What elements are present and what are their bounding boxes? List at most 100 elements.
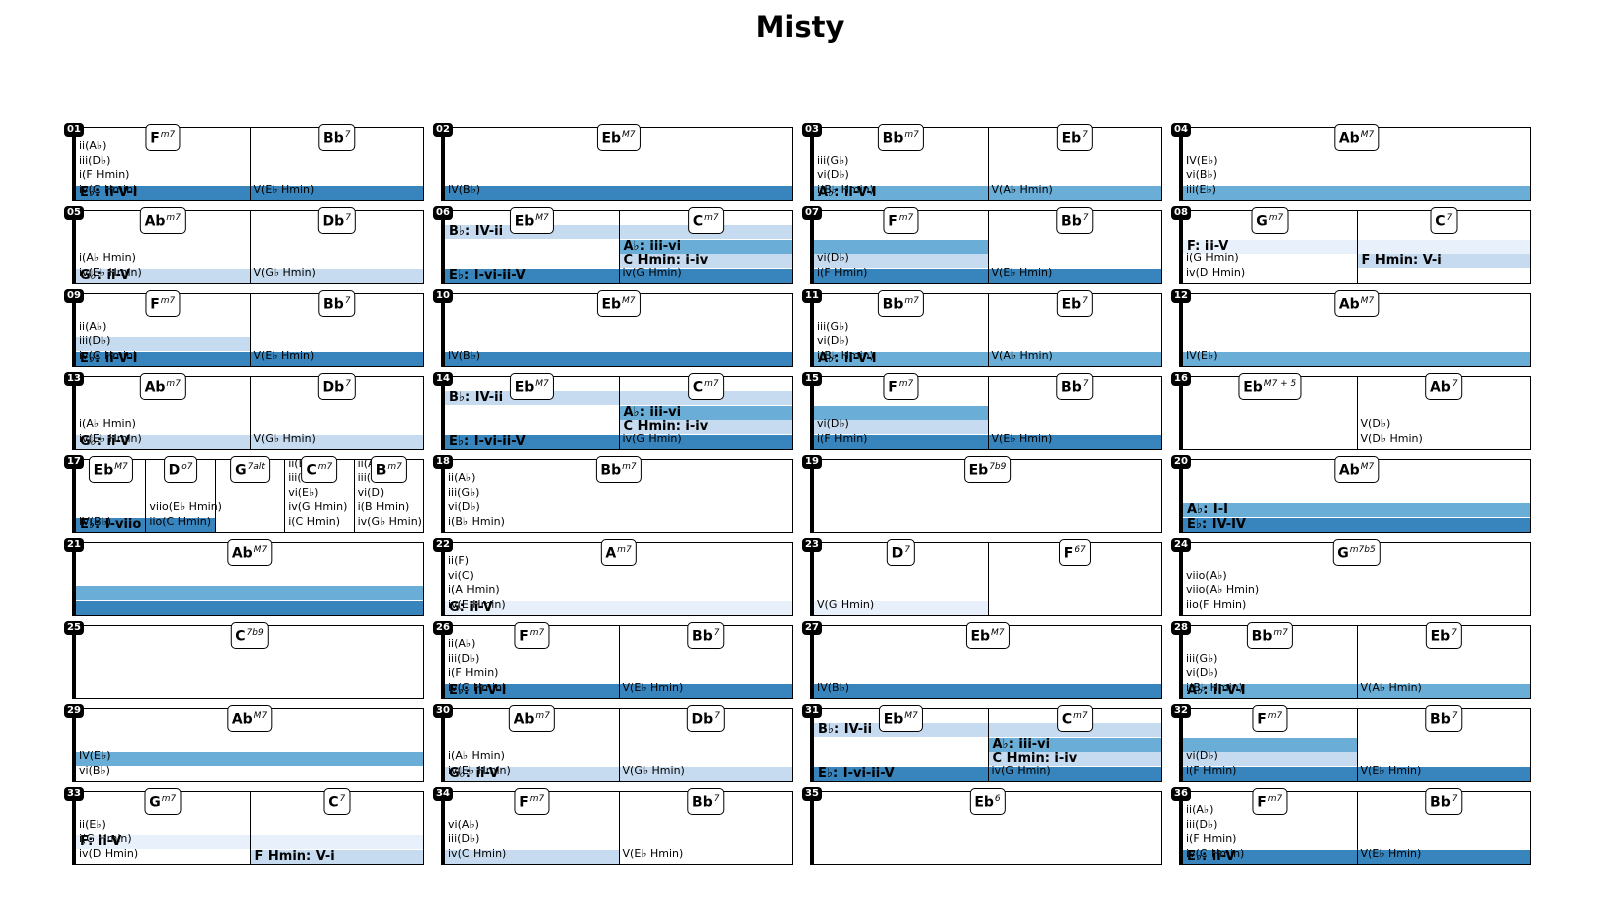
chord-root: D bbox=[168, 462, 181, 479]
harmony-band bbox=[988, 352, 1161, 366]
roman-numeral-annotation: IV(E♭) bbox=[79, 749, 111, 763]
chord-quality: 7 bbox=[345, 213, 351, 223]
beat-cell: G7alt bbox=[214, 456, 284, 532]
roman-numeral-annotation: iv(G Hmin) bbox=[288, 500, 348, 514]
chord-symbol: Bbm7 bbox=[877, 124, 924, 151]
roman-numeral-annotation: iii(D♭) bbox=[448, 832, 480, 846]
roman-numeral-annotation: V(E♭ Hmin) bbox=[253, 183, 315, 196]
harmony-band: A♭: iii-vi bbox=[619, 239, 792, 254]
chord-symbol: Bbm7 bbox=[595, 456, 642, 483]
harmony-band bbox=[619, 435, 792, 449]
harmony-label: C Hmin: i-iv bbox=[623, 253, 709, 269]
harmony-label: A♭: iii-vi bbox=[992, 736, 1051, 752]
harmony-band bbox=[988, 767, 1161, 781]
page-title: Misty bbox=[755, 10, 845, 44]
chord-symbol: Bb7 bbox=[1425, 705, 1463, 732]
roman-numeral-annotation: vi(D♭) bbox=[817, 251, 849, 265]
roman-numeral-annotation: iv(C Hmin) bbox=[448, 847, 507, 860]
roman-numeral-annotation: IV(B♭) bbox=[448, 183, 481, 196]
chord-symbol: Am7 bbox=[600, 539, 637, 566]
chord-root: F bbox=[519, 628, 529, 645]
chord-quality: m7 bbox=[161, 794, 177, 804]
roman-numeral-annotation: iv(E♭ Hmin) bbox=[79, 432, 142, 445]
roman-numeral-annotation: vi(E♭) bbox=[288, 485, 319, 499]
chord-quality: M7 bbox=[622, 296, 636, 306]
harmony-label: A♭: ii-V-I bbox=[818, 185, 877, 200]
chord-symbol: Fm7 bbox=[145, 124, 181, 151]
chord-root: Ab bbox=[1338, 296, 1360, 313]
chord-quality: m7 bbox=[166, 379, 181, 389]
chord-symbol: Bb7 bbox=[1056, 373, 1094, 400]
harmony-label: B♭: IV-ii bbox=[449, 224, 504, 240]
roman-numeral-annotation: IV(B♭) bbox=[817, 681, 850, 694]
roman-numeral-annotation: i(A♭ Hmin) bbox=[79, 417, 136, 431]
chord-symbol: EbM7 bbox=[596, 290, 641, 317]
harmony-band bbox=[988, 186, 1161, 200]
harmony-band: A♭: I-I bbox=[1183, 502, 1530, 518]
harmony-band: F Hmin: V-i bbox=[250, 849, 423, 864]
chord-symbol: EbM7 bbox=[509, 373, 554, 400]
roman-numeral-annotation: V(G♭ Hmin) bbox=[253, 266, 316, 279]
chord-root: Db bbox=[322, 213, 345, 230]
roman-numeral-annotation: iv(G♭ Hmin) bbox=[357, 515, 422, 528]
chord-quality: M7 bbox=[904, 711, 918, 721]
chord-root: Eb bbox=[883, 711, 904, 728]
chord-root: Eb bbox=[601, 130, 622, 147]
chord-root: F bbox=[150, 130, 160, 147]
roman-numeral-annotation: vi(D♭) bbox=[1186, 749, 1218, 763]
chord-root: Bb bbox=[1430, 711, 1451, 728]
harmony-band bbox=[619, 269, 792, 283]
beat-cell: ii(A♭)iii(G♭)vi(D♭)i(B♭ Hmin)Bbm7 bbox=[445, 456, 792, 532]
harmony-band bbox=[619, 767, 792, 781]
chord-root: Bb bbox=[692, 628, 713, 645]
chord-symbol: AbM7 bbox=[1333, 124, 1380, 151]
roman-numeral-annotation: IV(B♭) bbox=[448, 349, 481, 362]
roman-numeral-annotation: IV(B♭) bbox=[79, 515, 112, 528]
harmony-label: E♭: IV-IV bbox=[1187, 517, 1246, 532]
harmony-band: A♭: iii-vi bbox=[619, 405, 792, 420]
beat-cell: vi(D♭)i(F Hmin)Fm7 bbox=[1183, 705, 1357, 781]
harmony-band bbox=[1357, 767, 1530, 781]
harmony-label: A♭: ii-V-I bbox=[818, 351, 877, 366]
harmony-label: F Hmin: V-i bbox=[254, 849, 335, 864]
roman-numeral-annotation: iv(C Hmin) bbox=[448, 681, 507, 694]
chord-quality: 7 bbox=[1082, 213, 1089, 223]
chord-root: F bbox=[150, 296, 160, 313]
roman-numeral-annotation: i(G Hmin) bbox=[1186, 251, 1239, 265]
chord-quality: 7 bbox=[904, 545, 910, 555]
chord-quality: 7b9 bbox=[989, 462, 1007, 472]
beat-cell: V(G♭ Hmin) Db7 bbox=[249, 207, 423, 283]
harmony-band: F: ii-V bbox=[1183, 239, 1357, 254]
harmony-band bbox=[814, 254, 988, 269]
harmony-label: C Hmin: i-iv bbox=[623, 419, 709, 435]
chord-quality: M7 bbox=[114, 462, 128, 472]
harmony-band bbox=[814, 601, 988, 615]
harmony-band: E♭: I-vi-ii-V bbox=[445, 434, 619, 449]
harmony-band bbox=[1183, 767, 1357, 781]
roman-numeral-annotation: V(E♭ Hmin) bbox=[622, 847, 684, 860]
measure-number: 25 bbox=[64, 621, 84, 635]
beat-cell: V(A♭ Hmin)Eb7 bbox=[987, 290, 1161, 366]
harmony-band: F: ii-V bbox=[76, 834, 250, 850]
measure-number: 24 bbox=[1171, 538, 1191, 552]
chord-quality: 7b9 bbox=[246, 628, 264, 638]
chord-quality: m7 bbox=[387, 462, 402, 472]
chord-quality: M7 bbox=[253, 545, 268, 555]
roman-numeral-annotation: iii(D♭) bbox=[448, 651, 480, 665]
beat-cell: V(D♭)V(D♭ Hmin)Ab7 bbox=[1356, 373, 1531, 449]
harmony-band bbox=[1183, 752, 1357, 767]
chord-symbol: EbM7 bbox=[596, 124, 641, 151]
roman-numeral-annotation: vi(D♭) bbox=[1186, 666, 1218, 680]
chord-quality: 7 bbox=[344, 130, 351, 140]
harmony-band bbox=[988, 269, 1161, 283]
